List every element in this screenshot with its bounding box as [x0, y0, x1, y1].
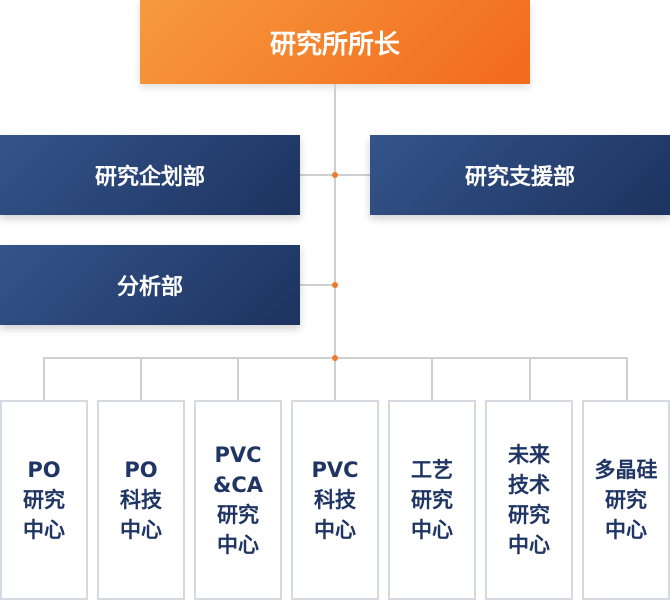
center-drop-line	[140, 357, 142, 400]
junction-dot	[332, 282, 338, 288]
center-drop-line	[431, 357, 433, 400]
director-box: 研究所所长	[140, 0, 530, 84]
analysis-dept-label: 分析部	[116, 275, 183, 300]
center-drop-line	[529, 357, 531, 400]
center-label: 工艺 研究 中心	[411, 458, 453, 542]
main-vertical-line	[334, 84, 336, 358]
center-box-process-research: 工艺 研究 中心	[388, 400, 476, 600]
center-label: PVC 科技 中心	[311, 458, 359, 542]
support-dept-label: 研究支援部	[464, 165, 575, 190]
center-drop-line	[237, 357, 239, 400]
center-label: PVC &CA 研究 中心	[213, 443, 263, 557]
junction-dot	[332, 355, 338, 361]
center-box-po-tech: PO 科技 中心	[97, 400, 185, 600]
center-box-polysilicon-research: 多晶硅 研究 中心	[582, 400, 670, 600]
center-box-pvc-tech: PVC 科技 中心	[291, 400, 379, 600]
center-label: PO 科技 中心	[120, 458, 162, 542]
center-label: PO 研究 中心	[23, 458, 65, 542]
planning-dept-box: 研究企划部	[0, 135, 300, 215]
analysis-dept-box: 分析部	[0, 245, 300, 325]
center-box-po-research: PO 研究 中心	[0, 400, 88, 600]
center-box-pvc-ca-research: PVC &CA 研究 中心	[194, 400, 282, 600]
center-label: 多晶硅 研究 中心	[594, 458, 658, 542]
director-label: 研究所所长	[269, 29, 400, 60]
support-dept-box: 研究支援部	[370, 135, 670, 215]
junction-dot	[332, 172, 338, 178]
center-label: 未来 技术 研究 中心	[508, 443, 550, 557]
center-drop-line	[43, 357, 45, 400]
center-drop-line	[626, 357, 628, 400]
planning-dept-label: 研究企划部	[94, 165, 205, 190]
center-box-future-tech-research: 未来 技术 研究 中心	[485, 400, 573, 600]
analysis-connector-line	[300, 284, 335, 286]
center-drop-line	[334, 357, 336, 400]
